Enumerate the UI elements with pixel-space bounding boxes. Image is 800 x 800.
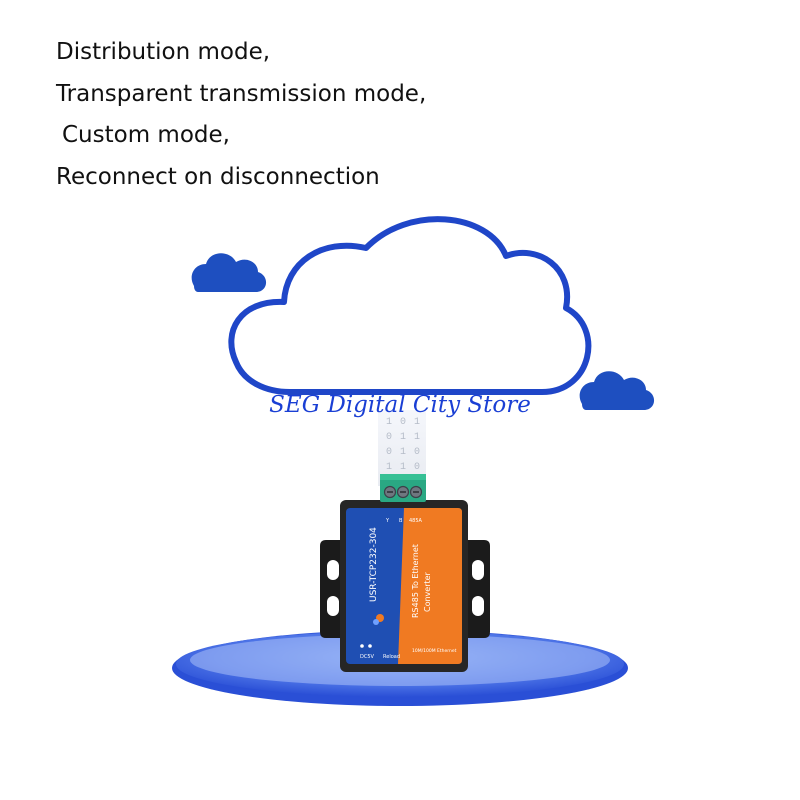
- terminal-block: [380, 474, 426, 502]
- small-cloud-right-icon: [579, 371, 655, 410]
- data-stream-digit: 1: [386, 417, 392, 428]
- power-led-icon: [360, 644, 364, 648]
- device-title-line1: RS485 To Ethernet: [411, 544, 420, 618]
- data-stream-digit: 1: [400, 447, 406, 458]
- feature-transparent-transmission: Transparent transmission mode,: [56, 80, 427, 107]
- mounting-ear-left: [320, 540, 346, 638]
- terminal-label-485a: 485A: [409, 518, 423, 524]
- status-led-icon: [368, 644, 372, 648]
- data-stream-digit: 0: [386, 432, 392, 443]
- feature-distribution-mode: Distribution mode,: [56, 39, 271, 65]
- terminal-label-y: Y: [385, 518, 390, 524]
- terminal-label-b: B: [399, 518, 403, 524]
- feature-reconnect: Reconnect on disconnection: [56, 163, 380, 190]
- data-stream-digit: 0: [414, 447, 420, 458]
- data-stream-digit: 1: [386, 462, 392, 473]
- device-title-line2: Converter: [423, 571, 432, 612]
- watermark-text: SEG Digital City Store: [269, 392, 531, 418]
- port-label-reload: Reload: [383, 654, 400, 660]
- feature-list: Distribution mode, Transparent transmiss…: [56, 32, 426, 198]
- mounting-ear-right: [462, 540, 490, 638]
- data-stream-digit: 1: [414, 432, 420, 443]
- data-stream-digit: 0: [400, 417, 406, 428]
- data-stream-digit: 1: [400, 462, 406, 473]
- cloud-outline-icon: [228, 216, 592, 395]
- port-label-ethernet: 10M/100M Ethernet: [412, 648, 457, 654]
- small-cloud-left-icon: [191, 253, 267, 292]
- data-stream-digit: 0: [386, 447, 392, 458]
- data-stream-digit: 1: [414, 417, 420, 428]
- data-stream-digit: 1: [400, 432, 406, 443]
- feature-custom-mode: Custom mode,: [62, 122, 230, 148]
- brand-logo-icon: [373, 614, 384, 625]
- port-label-dc5v: DC5V: [360, 654, 375, 660]
- rs485-ethernet-converter-device: Y B 485A USR-TCP232-304 RS485 To Etherne…: [340, 474, 468, 672]
- device-model-label: USR-TCP232-304: [369, 527, 379, 602]
- data-stream-digit: 0: [414, 462, 420, 473]
